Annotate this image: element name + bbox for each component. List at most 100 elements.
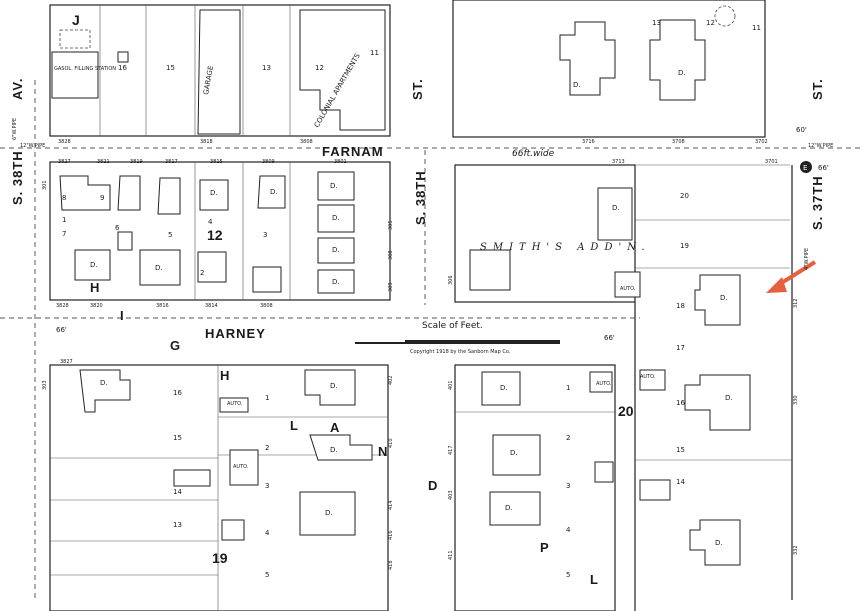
svg-text:12: 12 (315, 64, 324, 72)
dwelling-label: D. (720, 294, 728, 302)
dwelling-label: D. (330, 382, 338, 390)
svg-text:3827: 3827 (58, 159, 71, 165)
auto-label-4: AUTO. (227, 401, 243, 407)
marker-label: E (803, 164, 807, 172)
svg-text:308: 308 (388, 250, 394, 260)
dwelling-label: D. (332, 278, 340, 286)
dwelling-label: D. (332, 214, 340, 222)
svg-text:303: 303 (42, 380, 48, 390)
filling-station-label: GASOL. FILLING STATION (54, 66, 116, 72)
av-label: AV. (10, 77, 25, 100)
svg-text:312: 312 (793, 298, 799, 308)
svg-text:3: 3 (265, 482, 269, 490)
farnam-street-label: FARNAM (322, 144, 384, 159)
dwelling-label: D. (678, 69, 686, 77)
svg-text:13: 13 (173, 521, 182, 529)
dwelling-label: D. (270, 188, 278, 196)
svg-text:2: 2 (200, 269, 204, 277)
svg-text:3: 3 (263, 231, 267, 239)
svg-text:4: 4 (566, 526, 571, 534)
smiths-addition-label: SMITH'S ADD'N. (480, 242, 651, 253)
svg-text:2: 2 (566, 434, 570, 442)
scale-bar: Scale of Feet. Copyright 1918 by the San… (355, 321, 560, 355)
svg-text:3809: 3809 (262, 159, 275, 165)
pipe-12-label: 12"W.PIPE (808, 143, 833, 149)
svg-text:13: 13 (652, 19, 661, 27)
svg-text:414: 414 (388, 500, 394, 510)
block-19 (49, 364, 389, 611)
auto-label-5: AUTO. (640, 374, 656, 380)
width-60-label: 60' (796, 126, 807, 134)
svg-text:402: 402 (388, 375, 394, 385)
svg-text:3708: 3708 (672, 139, 685, 145)
auto-label-3: AUTO. (233, 464, 249, 470)
svg-text:L: L (590, 572, 599, 587)
red-arrow-pointer (766, 260, 817, 293)
s38th-mid-label: S. 38TH (413, 170, 428, 225)
svg-text:I: I (120, 308, 125, 323)
svg-text:8: 8 (62, 194, 66, 202)
svg-text:401: 401 (448, 380, 454, 390)
svg-text:N: N (378, 444, 388, 459)
highland-place-label: H I G H L A N D P L (90, 280, 599, 587)
svg-text:14: 14 (676, 478, 685, 486)
svg-text:416: 416 (388, 530, 394, 540)
svg-text:16: 16 (676, 399, 685, 407)
dwelling-label: D. (510, 449, 518, 457)
block-12-number: 12 (207, 227, 223, 243)
svg-text:3701: 3701 (765, 159, 778, 165)
svg-text:305: 305 (388, 220, 394, 230)
svg-text:3818: 3818 (200, 139, 213, 145)
dwelling-label: D. (612, 204, 620, 212)
marker-circle-icon (800, 161, 812, 173)
svg-text:11: 11 (370, 49, 379, 57)
svg-text:418: 418 (388, 560, 394, 570)
dwelling-label: D. (330, 446, 338, 454)
svg-text:14: 14 (173, 488, 182, 496)
svg-text:18: 18 (676, 302, 685, 310)
svg-text:3814: 3814 (205, 303, 218, 309)
dwelling-label: D. (725, 394, 733, 402)
top-right-block (452, 0, 766, 138)
svg-text:16: 16 (173, 389, 182, 397)
svg-text:309: 309 (388, 282, 394, 292)
svg-text:417: 417 (448, 445, 454, 455)
svg-text:7: 7 (62, 230, 66, 238)
svg-text:4: 4 (208, 218, 213, 226)
svg-text:1: 1 (62, 216, 66, 224)
svg-text:3827: 3827 (60, 359, 73, 365)
dwelling-label: D. (325, 509, 333, 517)
dwelling-label: D. (100, 379, 108, 387)
svg-text:12: 12 (706, 19, 715, 27)
smiths-addition-block (454, 164, 793, 611)
svg-text:L: L (290, 418, 299, 433)
dwelling-label: D. (505, 504, 513, 512)
dwelling-label: D. (90, 261, 98, 269)
svg-text:H: H (220, 368, 230, 383)
svg-text:3702: 3702 (755, 139, 768, 145)
width-note: 66ft.wide (512, 149, 555, 159)
svg-text:3821: 3821 (97, 159, 110, 165)
svg-text:13: 13 (262, 64, 271, 72)
dwelling-label: D. (332, 246, 340, 254)
svg-text:3819: 3819 (130, 159, 143, 165)
svg-text:A: A (330, 420, 340, 435)
block-20 (454, 364, 616, 611)
svg-text:15: 15 (173, 434, 182, 442)
width-66-label-2: 66' (56, 326, 67, 334)
svg-text:15: 15 (676, 446, 685, 454)
svg-text:3808: 3808 (260, 303, 273, 309)
pipe-6-label: 6"W.PIPE (12, 118, 18, 140)
scale-copyright: Copyright 1918 by the Sanborn Map Co. (410, 349, 511, 355)
svg-text:5: 5 (265, 571, 269, 579)
block-12 (49, 161, 391, 301)
svg-text:410: 410 (388, 438, 394, 448)
width-66-label: 66' (818, 164, 829, 172)
auto-label: AUTO. (620, 286, 636, 292)
st-top-right-label: ST. (810, 78, 825, 100)
svg-text:3816: 3816 (156, 303, 169, 309)
lot-numbers: 16 15 13 12 11 13 12 11 20 19 18 17 16 1… (62, 19, 761, 579)
svg-text:306: 306 (448, 275, 454, 285)
svg-text:3815: 3815 (210, 159, 223, 165)
